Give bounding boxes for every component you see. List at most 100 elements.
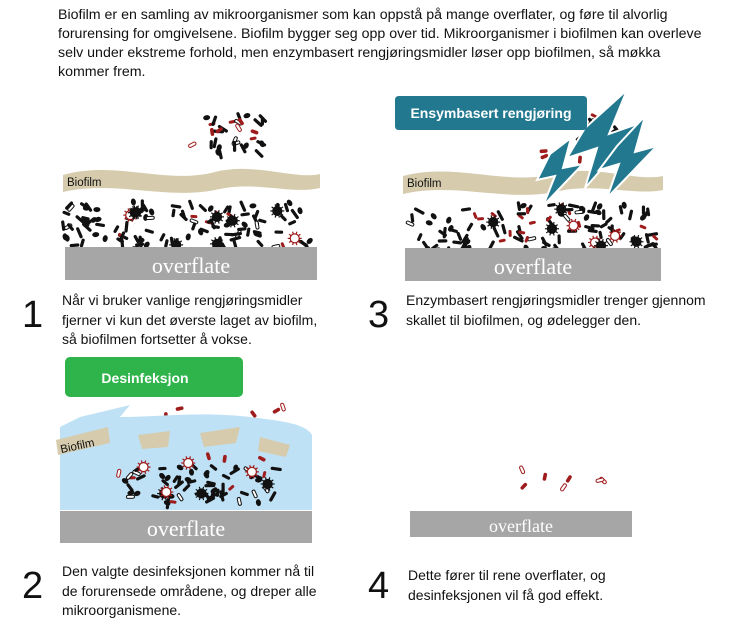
virus-icon [629,234,644,249]
surface-bar [65,247,317,280]
microbe-icon [641,205,646,216]
bacteria-icon [577,155,582,164]
microbe-icon [212,137,218,149]
enzyme-lightning-icon [535,135,586,207]
microbe-icon [164,239,169,248]
microbe-icon [64,234,70,242]
microbe-icon [557,234,561,245]
virus-icon [244,465,259,479]
microbe-icon [118,231,126,243]
microbe-icon [239,143,247,154]
microbe-icon [82,222,90,228]
bacteria-icon [205,452,211,461]
microbe-icon [646,232,659,237]
microbe-icon [203,115,211,121]
microbe-icon [253,230,260,237]
microbe-icon [158,466,167,471]
microbe-icon [127,490,135,496]
virus-icon [270,204,285,218]
microbe-icon [62,210,71,216]
microbe-icon [143,241,150,248]
microbe-icon [236,496,242,506]
virus-icon [181,456,196,470]
intro-text: Biofilm er en samling av mikroorganismer… [58,7,702,80]
microbe-icon [547,203,556,208]
microbe-icon [211,115,218,126]
microbe-icon [189,218,199,225]
disinfection-callout-label: Desinfeksjon [101,370,188,386]
bacteria-icon [540,153,549,160]
microbe-icon [67,223,74,231]
biofilm-fragment [138,431,170,449]
microbe-icon [163,500,171,506]
microbe-icon [135,242,145,247]
microbe-icon [79,238,85,248]
microbe-icon [159,472,166,480]
microbe-icon [516,201,522,211]
microbe-icon [297,207,303,215]
bacteria-icon [209,127,215,136]
microbe-icon [223,205,230,214]
microbe-icon [525,207,530,215]
microbe-icon [258,218,267,224]
bacteria-icon [235,123,242,132]
microbe-icon [253,118,263,127]
microbe-icon [501,223,507,235]
microbe-icon [126,483,134,492]
microbe-icon [211,224,220,229]
microbe-icon [524,235,529,243]
microbe-icon [240,212,250,217]
surface-bar [410,511,632,537]
bacteria-icon [519,465,526,475]
surface-bar [405,248,661,281]
panel-step-2: Desinfeksjon Biofilm overflate [50,355,320,545]
microbe-icon [594,209,602,216]
microbe-icon [159,233,166,242]
virus-icon [486,215,501,229]
bacteria-icon [222,454,227,463]
virus-icon [169,238,184,252]
microbe-icon [639,214,647,221]
microbe-icon [230,231,243,237]
step-text-3: Enzymbasert rengjøringsmidler trenger gj… [406,292,706,328]
microbe-icon [496,210,504,221]
microbe-icon [253,209,260,220]
microbe-icon [456,231,463,241]
floating-bacteria [188,117,259,148]
microbe-icon [255,499,261,507]
microbe-icon [256,239,264,248]
microbe-icon [286,199,293,207]
bacteria-icon [595,477,605,483]
microbe-icon [567,203,580,209]
virus-icon [287,231,302,246]
virus-icon [260,477,275,491]
panel-step-4: overflate [400,440,640,540]
microbe-icon [618,205,624,215]
microbe-icon [643,242,655,249]
microbe-icon [652,234,659,241]
enzyme-callout-box [395,96,587,130]
bacteria-icon [175,406,184,411]
microbe-icon [602,209,606,221]
microbe-icon [270,466,282,472]
microbe-icon [587,209,597,215]
microbe-icon [528,220,536,225]
microbe-icon [125,472,134,480]
microbe-icon [583,214,590,221]
microbe-icon [145,215,155,221]
biofilm-fragment [56,427,110,455]
bacteria-icon [215,127,223,134]
virus-icon [136,460,151,474]
microbe-icon [216,144,222,152]
microbe-icon [466,222,474,232]
microbe-icon [174,480,184,489]
microbe-icon [132,469,141,477]
microbe-icon [249,136,257,141]
microbe-icon [290,208,299,220]
microbe-icon [542,240,551,248]
microbe-icon [67,203,75,212]
microbe-icon [82,205,90,211]
microbe-icon [140,199,144,210]
microbe-icon [448,225,454,232]
virus-icon [225,213,240,228]
